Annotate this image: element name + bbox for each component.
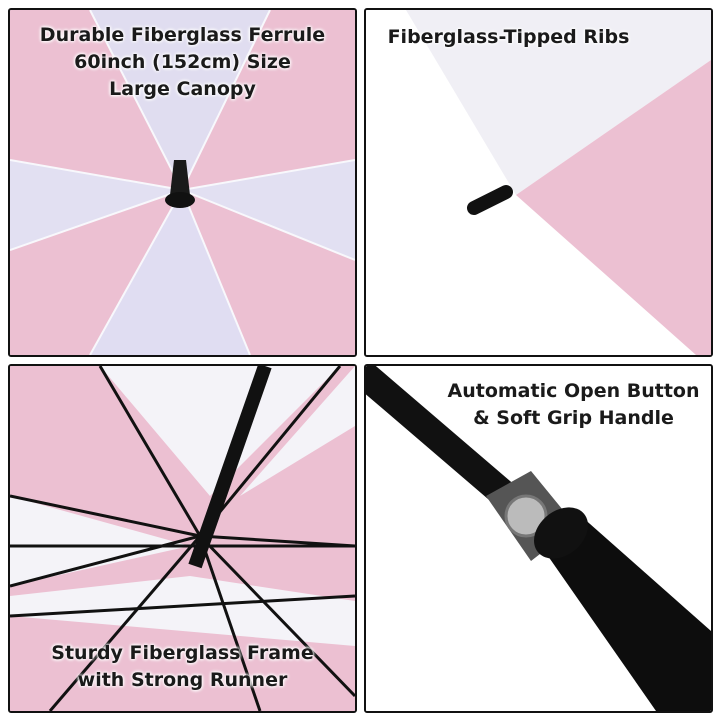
panel-handle: Automatic Open Button & Soft Grip Handle (364, 364, 713, 713)
panel-frame: Sturdy Fiberglass Frame with Strong Runn… (8, 364, 357, 713)
rib-tip-image (366, 10, 711, 355)
caption-line: Durable Fiberglass Ferrule (39, 24, 326, 46)
panel-ribs: Fiberglass-Tipped Ribs (364, 8, 713, 357)
caption-line: Fiberglass-Tipped Ribs (387, 26, 630, 48)
canopy-top-image (10, 10, 355, 355)
open-button-icon (504, 494, 548, 538)
caption-ribs: Fiberglass-Tipped Ribs (366, 24, 711, 51)
caption-line: Sturdy Fiberglass Frame (51, 642, 314, 664)
caption-frame: Sturdy Fiberglass Frame with Strong Runn… (10, 640, 355, 694)
caption-line: 60inch (152cm) Size (74, 51, 291, 73)
rib-tip-icon (467, 185, 513, 215)
caption-line: Automatic Open Button (447, 380, 700, 402)
ferrule-icon (165, 160, 195, 208)
panel-canopy: Durable Fiberglass Ferrule 60inch (152cm… (8, 8, 357, 357)
caption-line: Large Canopy (109, 78, 256, 100)
caption-line: with Strong Runner (77, 669, 288, 691)
shaft-icon (188, 366, 272, 569)
caption-handle: Automatic Open Button & Soft Grip Handle (436, 378, 711, 432)
caption-line: & Soft Grip Handle (473, 407, 674, 429)
handle-image (366, 366, 711, 711)
frame-image (10, 366, 355, 711)
caption-canopy: Durable Fiberglass Ferrule 60inch (152cm… (10, 22, 355, 103)
